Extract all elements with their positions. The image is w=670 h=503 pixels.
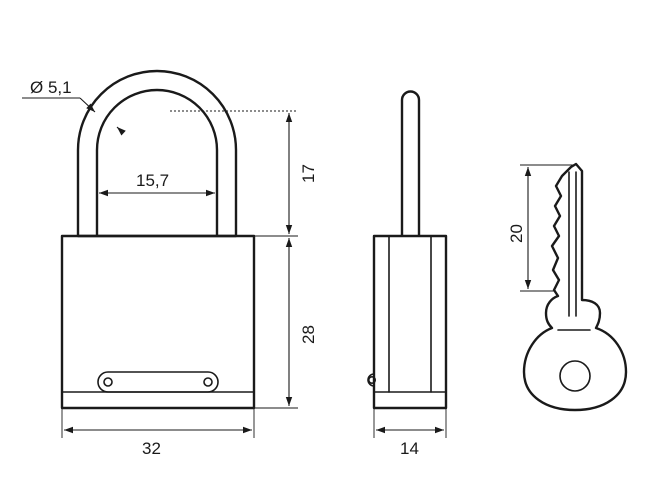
body-height-label: 28 [299, 325, 318, 344]
body-width-label: 32 [142, 439, 161, 458]
lock-body [60, 234, 256, 410]
plate-rivet-left [103, 377, 113, 387]
key-blade-length-label: 20 [507, 224, 526, 243]
side-view: 14 [367, 90, 448, 458]
name-plate [97, 371, 219, 393]
side-body [372, 234, 448, 410]
key-outline [522, 162, 628, 412]
key-view: 20 [507, 162, 628, 412]
plate-rivet-right [203, 377, 213, 387]
key-ring-hole [559, 360, 591, 392]
shackle-inner-width-label: 15,7 [136, 171, 169, 190]
side-shackle [400, 90, 421, 236]
shackle-diameter-label: Ø 5,1 [30, 78, 72, 97]
side-thickness-label: 14 [400, 439, 419, 458]
shackle-height-label: 17 [299, 164, 318, 183]
front-view: Ø 5,1 15,7 17 28 32 [22, 69, 318, 458]
shackle-outline [76, 69, 238, 238]
